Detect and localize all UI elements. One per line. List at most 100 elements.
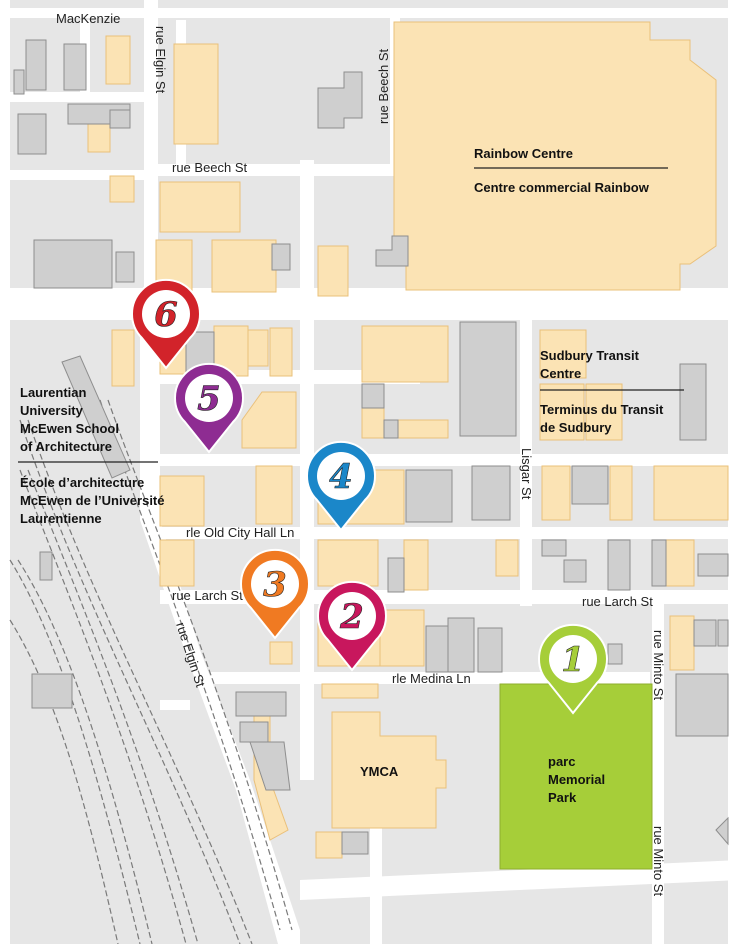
transit-centre-label-fr-2: de Sudbury xyxy=(540,420,612,435)
rail-line xyxy=(9,559,141,944)
gray-building xyxy=(13,69,25,95)
road-segment xyxy=(300,860,740,900)
building xyxy=(159,475,205,527)
gray-building xyxy=(25,39,47,91)
park-label-1: parc xyxy=(548,754,575,769)
street-label-medina: rle Medina Ln xyxy=(392,671,471,686)
building xyxy=(269,327,293,377)
gray-building xyxy=(61,355,131,479)
marker-pin-5[interactable]: 5 xyxy=(174,363,244,454)
gray-building xyxy=(63,43,87,91)
rainbow-centre-label-fr: Centre commercial Rainbow xyxy=(474,180,650,195)
marker-pin-4[interactable]: 4 xyxy=(306,441,376,532)
marker-pins: 1 2 3 4 5 6 xyxy=(131,279,608,715)
gray-building xyxy=(317,71,363,129)
road-segment xyxy=(160,700,190,710)
building xyxy=(159,539,195,587)
gray-building xyxy=(563,559,587,583)
gray-building xyxy=(425,625,449,673)
gray-building xyxy=(31,673,73,709)
building xyxy=(585,383,623,441)
pin-inner-circle xyxy=(549,635,597,683)
building xyxy=(609,465,633,521)
building xyxy=(541,465,571,521)
gray-building xyxy=(607,539,631,591)
pin-number: 3 xyxy=(263,565,287,605)
ymca-label: YMCA xyxy=(360,764,399,779)
transit-centre-label-en-2: Centre xyxy=(540,366,581,381)
street-label-old-city-hall: rle Old City Hall Ln xyxy=(186,525,294,540)
memorial-park-area xyxy=(499,683,653,870)
gray-building xyxy=(541,539,567,557)
gray-building xyxy=(405,469,453,523)
building xyxy=(247,329,269,367)
ymca-building xyxy=(331,711,447,829)
laurentian-label-en-1: Laurentian xyxy=(20,385,87,400)
gray-building xyxy=(249,741,291,791)
street-label-lisgar: Lisgar St xyxy=(519,448,534,500)
road-segment xyxy=(210,672,650,684)
building xyxy=(105,35,131,85)
gray-buildings xyxy=(13,39,729,855)
buildings xyxy=(87,21,729,859)
gray-building xyxy=(571,465,609,505)
building xyxy=(159,181,241,233)
pin-inner-circle xyxy=(142,290,190,338)
gray-building xyxy=(651,539,667,587)
gray-building xyxy=(239,721,269,743)
road-segment xyxy=(10,170,144,180)
gray-building xyxy=(387,557,405,593)
road-segment xyxy=(144,0,158,300)
transit-centre-label-en-1: Sudbury Transit xyxy=(540,348,640,363)
rail-line xyxy=(17,559,153,944)
gray-building xyxy=(477,627,503,673)
building xyxy=(269,641,293,665)
gray-building xyxy=(17,113,47,155)
road-segment xyxy=(370,820,382,944)
street-label-beech-vertical: rue Beech St xyxy=(376,48,391,124)
pin-number: 5 xyxy=(197,379,221,419)
building xyxy=(173,43,219,145)
building xyxy=(403,539,429,591)
pin-inner-circle xyxy=(317,452,365,500)
label-dividers xyxy=(18,167,684,463)
pin-number: 1 xyxy=(561,640,585,680)
building xyxy=(317,245,349,297)
road-segment xyxy=(0,8,740,18)
building xyxy=(379,609,425,667)
building xyxy=(211,239,277,293)
street-label-beech-horizontal: rue Beech St xyxy=(172,160,248,175)
road-segment xyxy=(10,92,144,102)
pin-number: 4 xyxy=(329,457,353,497)
marker-pin-1[interactable]: 1 xyxy=(538,624,608,715)
gray-building xyxy=(607,643,623,665)
building xyxy=(665,539,695,587)
building xyxy=(395,419,449,439)
rail-line xyxy=(19,419,241,944)
rail-line xyxy=(19,469,187,944)
building xyxy=(495,539,519,577)
marker-pin-2[interactable]: 2 xyxy=(317,581,387,672)
rail-line xyxy=(9,619,119,944)
pin-number: 2 xyxy=(339,597,364,637)
building xyxy=(87,119,111,153)
building xyxy=(321,683,379,699)
gray-building xyxy=(459,321,517,437)
marker-pin-6[interactable]: 6 xyxy=(131,279,201,370)
building xyxy=(539,329,587,379)
pin-inner-circle xyxy=(185,374,233,422)
gray-building xyxy=(361,383,385,409)
park-label-3: Park xyxy=(548,790,577,805)
gray-building xyxy=(341,831,369,855)
transit-centre-label-fr-1: Terminus du Transit xyxy=(540,402,664,417)
marker-pin-3[interactable]: 3 xyxy=(240,549,310,640)
rainbow-centre-building xyxy=(393,21,717,291)
street-label-mackenzie: MacKenzie xyxy=(56,11,120,26)
road-segment xyxy=(150,454,728,466)
laurentian-label-en-2: University xyxy=(20,403,84,418)
rainbow-centre-label-en: Rainbow Centre xyxy=(474,146,573,161)
gray-building xyxy=(675,673,729,737)
building xyxy=(255,465,293,525)
street-label-minto-bottom: rue Minto St xyxy=(651,826,666,896)
road-segment xyxy=(0,0,10,944)
